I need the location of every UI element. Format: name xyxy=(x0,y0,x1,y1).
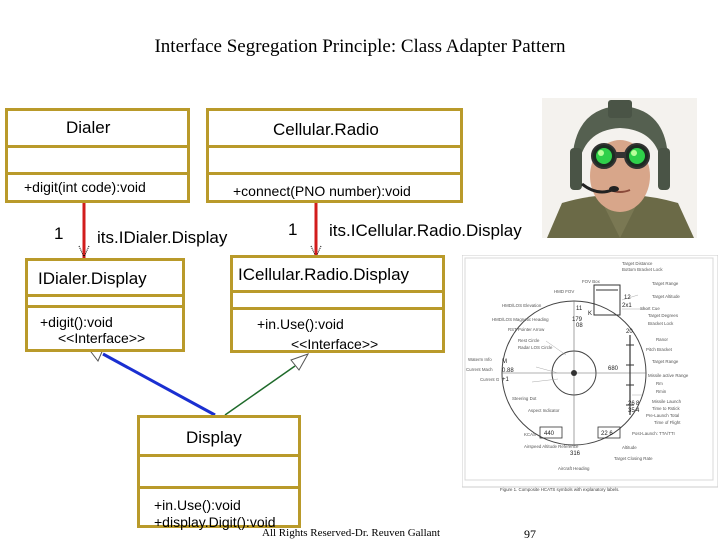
fig-value-11: 11 xyxy=(576,306,583,312)
inheritance-line-iradio xyxy=(224,365,296,416)
fig-label-ranor: Ranor xyxy=(656,337,668,342)
icellular-radio-display-stereotype: <<Interface>> xyxy=(291,336,379,352)
inheritance-arrowhead-iradio xyxy=(290,353,310,371)
fig-label-waterm: Waterm Info xyxy=(468,357,492,362)
fig-label-hmd-los-elev: HMD/LOS Elevation xyxy=(502,303,542,308)
idialer-display-operation: +digit():void xyxy=(40,314,113,330)
icellular-radio-display-operation: +in.Use():void xyxy=(257,316,344,332)
display-operations-section: +in.Use():void +display.Digit():void xyxy=(140,486,298,530)
fig-label-current-g: Current G xyxy=(480,377,500,382)
fig-label-aircraft-heading: Aircraft Heading xyxy=(558,466,590,471)
dialer-operation: +digit(int code):void xyxy=(24,179,146,195)
dialer-role-name: its.IDialer.Display xyxy=(97,228,228,247)
fig-value-k: K xyxy=(588,311,592,317)
dialer-nav-arrow-right xyxy=(83,245,90,258)
cellular-radio-operations-section: +connect(PNO number):void xyxy=(209,172,460,200)
page-number: 97 xyxy=(524,527,536,541)
class-dialer: Dialer +digit(int code):void xyxy=(5,108,190,203)
fig-label-kcas: KCAS xyxy=(524,432,536,437)
fig-label-rmin: Rmin xyxy=(656,389,667,394)
fig-value-8: 8 xyxy=(636,401,640,407)
idialer-display-attributes-section xyxy=(28,294,182,308)
display-operation-display-digit: +display.Digit():void xyxy=(154,514,276,530)
fig-label-post-launch: Post-Launch: TTA/TTI xyxy=(632,431,675,436)
fig-label-rst-pointer: RST Pointer Arrow xyxy=(508,327,545,332)
fig-value-2x1: 2x1 xyxy=(622,303,632,309)
fig-value-12: 12 xyxy=(624,295,631,301)
fig-label-current-mach: Current Mach xyxy=(466,367,493,372)
fig-label-rest-circle: Rest Circle xyxy=(518,338,540,343)
fig-label-hmd: HMD FOV xyxy=(554,289,574,294)
fig-label-target-degrees: Target Degrees xyxy=(648,313,679,318)
dialer-nav-arrow-left xyxy=(78,245,85,258)
fig-value-m: M xyxy=(502,359,507,365)
fig-value-g: +1 xyxy=(502,377,510,383)
fig-label-short-cue: Short Cue xyxy=(640,306,660,311)
fig-label-rm: Rm xyxy=(656,381,663,386)
fig-label-missile-active: Missile active Range xyxy=(648,373,689,378)
cellular-radio-attributes-section xyxy=(209,145,460,175)
fig-label-airspeed-ref: Airspeed Altitude Reference xyxy=(524,444,579,449)
display-operation-in-use: +in.Use():void xyxy=(154,497,241,513)
fig-value-4: 4 xyxy=(636,408,640,414)
class-name-cellular-radio: Cellular.Radio xyxy=(273,120,379,139)
display-attributes-section xyxy=(140,454,298,488)
fig-value-26: 26 xyxy=(628,401,635,407)
radio-multiplicity: 1 xyxy=(288,220,298,239)
idialer-display-stereotype: <<Interface>> xyxy=(58,330,146,346)
fig-label-top1: Target Distance xyxy=(622,261,653,266)
fig-label-pitch-bracket: Pitch Bracket xyxy=(646,347,673,352)
fig-value-680: 680 xyxy=(608,366,619,372)
class-name-dialer: Dialer xyxy=(66,118,111,137)
radio-role-name: its.ICellular.Radio.Display xyxy=(329,221,522,240)
fig-label-fov: FOV Box xyxy=(582,279,601,284)
fig-label-time-to-rstick: Time to Rstick xyxy=(652,406,680,411)
fig-label-target-altitude: Target Altitude xyxy=(652,294,680,299)
dialer-attributes-section xyxy=(8,145,187,175)
fig-label-target-range: Target Range xyxy=(652,281,679,286)
fig-label-aspect-indicator: Aspect Indicator xyxy=(528,408,560,413)
fig-value-mach: 0.88 xyxy=(502,368,514,374)
fig-label-bracket-lock: Bracket Lock xyxy=(648,321,674,326)
fig-label-target-closing: Target Closing Rate xyxy=(614,456,653,461)
dialer-operations-section: +digit(int code):void xyxy=(8,172,187,200)
slide-title: Interface Segregation Principle: Class A… xyxy=(154,36,566,57)
idialer-display-operations-section: +digit():void <<Interface>> xyxy=(28,305,182,349)
class-display: Display +in.Use():void +display.Digit():… xyxy=(137,415,301,530)
hcats-symbology-figure: Target Distance Bottom Bracket Lock FOV … xyxy=(462,255,718,492)
interface-icellular-radio-display: ICellular.Radio.Display +in.Use():void <… xyxy=(230,255,445,353)
fig-value-heading: 316 xyxy=(570,451,581,457)
fig-label-radar-los: Radar LOS Circle xyxy=(518,345,553,350)
fig-value-08: 08 xyxy=(576,323,583,329)
fig-label-target-range2: Target Range xyxy=(652,359,679,364)
pilot-helmet-image xyxy=(542,98,697,238)
fig-value-kcas: 440 xyxy=(544,431,555,437)
dialer-multiplicity: 1 xyxy=(54,224,64,243)
class-name-display: Display xyxy=(186,428,242,447)
fig-label-hmd-los-mag: HMD/LOS Magnetic Heading xyxy=(492,317,549,322)
cellular-radio-operation: +connect(PNO number):void xyxy=(233,183,411,199)
inheritance-line-idialer xyxy=(102,352,216,417)
fig-value-35: 35 xyxy=(628,408,635,414)
icellular-radio-display-attributes-section xyxy=(233,290,442,310)
footer-copyright: All Rights Reserved-Dr. Reuven Gallant xyxy=(262,527,441,539)
class-cellular-radio: Cellular.Radio +connect(PNO number):void xyxy=(206,108,463,203)
interface-name-icellular-radio-display: ICellular.Radio.Display xyxy=(238,265,410,284)
fig-label-altitude: Altitude xyxy=(622,445,637,450)
interface-name-idialer-display: IDialer.Display xyxy=(38,269,147,288)
fig-value-range: 20 xyxy=(626,329,633,335)
fig-label-time-of-flight: Time of Flight xyxy=(654,420,681,425)
fig-label-top2: Bottom Bracket Lock xyxy=(622,267,663,272)
fig-label-missile-launch: Missile Launch xyxy=(652,399,682,404)
fig-label-pre-launch: Pre-Launch Total xyxy=(646,413,679,418)
fig-value-179: 179 xyxy=(572,317,583,323)
interface-idialer-display: IDialer.Display +digit():void <<Interfac… xyxy=(25,258,185,352)
fig-caption: Figure 1. Composite HCATS symbols with e… xyxy=(500,487,620,492)
fig-value-altitude: 22 6 xyxy=(601,431,613,437)
icellular-radio-display-operations-section: +in.Use():void <<Interface>> xyxy=(233,307,442,352)
fig-label-steering-dot: Steering Dot xyxy=(512,396,537,401)
